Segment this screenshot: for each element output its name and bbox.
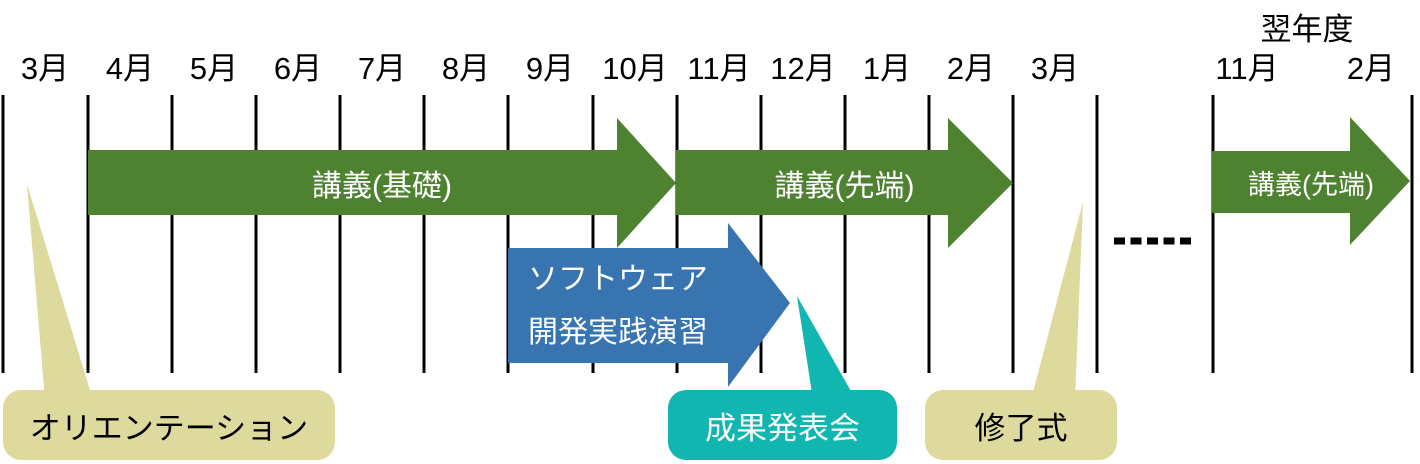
month-label-9: 9月 xyxy=(525,51,575,86)
closing-callout-pointer xyxy=(1031,202,1083,400)
software-practice-arrow xyxy=(508,223,790,387)
lecture-basic-arrow-label: 講義(基礎) xyxy=(312,169,452,203)
results-presentation-callout: 成果発表会 xyxy=(668,390,897,460)
results-callout-pointer xyxy=(797,296,856,400)
software-practice-arrow-label: ソフトウェア 開発実践演習 xyxy=(508,248,728,363)
next-year-heading: 翌年度 xyxy=(1260,12,1354,47)
month-label-10: 10月 xyxy=(602,51,668,86)
closing-ceremony-callout-label: 修了式 xyxy=(974,410,1068,446)
month-tick-lines xyxy=(1,95,1414,373)
month-label-1: 1月 xyxy=(862,51,912,86)
lecture-basic-arrow xyxy=(88,118,676,248)
closing-ceremony-callout: 修了式 xyxy=(925,390,1117,460)
lecture-advanced-arrow-label: 講義(先端) xyxy=(774,169,915,203)
lecture-advanced-next-year-arrow xyxy=(1212,117,1410,245)
month-label-3-end: 3月 xyxy=(1030,51,1080,86)
month-label-8: 8月 xyxy=(441,51,491,86)
month-label-3: 3月 xyxy=(20,51,70,86)
month-label-4: 4月 xyxy=(105,51,155,86)
software-practice-arrow-label-line1: ソフトウェア xyxy=(528,262,708,296)
orientation-callout: オリエンテーション xyxy=(3,390,335,460)
orientation-callout-pointer xyxy=(27,184,93,400)
results-presentation-callout-label: 成果発表会 xyxy=(705,410,860,446)
month-label-11: 11月 xyxy=(687,51,751,86)
month-label-6: 6月 xyxy=(273,51,323,86)
software-practice-arrow-label-line2: 開発実践演習 xyxy=(528,315,708,349)
month-label-7: 7月 xyxy=(357,51,407,86)
orientation-callout-label: オリエンテーション xyxy=(29,410,309,446)
month-label-next-2: 2月 xyxy=(1346,51,1396,86)
month-label-12: 12月 xyxy=(770,51,836,86)
lecture-advanced-arrow xyxy=(676,118,1013,248)
month-label-5: 5月 xyxy=(189,51,239,86)
month-label-2: 2月 xyxy=(946,51,996,86)
month-label-next-11: 11月 xyxy=(1215,51,1279,86)
lecture-advanced-next-year-arrow-label: 講義(先端) xyxy=(1248,169,1374,200)
